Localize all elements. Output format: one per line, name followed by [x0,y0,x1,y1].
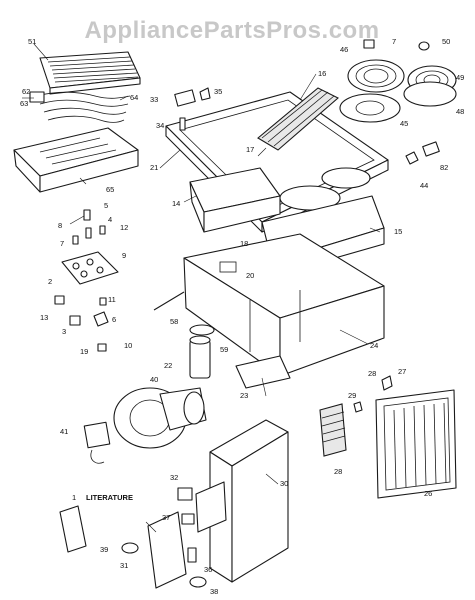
callout-38: 38 [210,587,218,596]
callout-7b: 7 [392,37,396,46]
callout-62: 62 [22,87,30,96]
callout-41: 41 [60,427,68,436]
callout-28: 28 [334,467,342,476]
callout-51: 51 [28,37,36,46]
grill-grate [39,51,141,95]
callout-48: 48 [456,107,464,116]
literature-label: LITERATURE [86,493,133,502]
callout-21: 21 [150,163,158,172]
callout-13: 13 [40,313,48,322]
callout-39: 39 [100,545,108,554]
burner-units [339,39,457,123]
callout-65: 65 [106,185,114,194]
callout-labels: 51 62 63 64 65 5 8 4 12 7 9 2 11 13 3 6 … [20,37,464,596]
callout-50: 50 [442,37,450,46]
callout-24: 24 [370,341,378,350]
callout-64: 64 [130,93,138,102]
grease-jar [189,324,215,379]
callout-12: 12 [120,223,128,232]
callout-9: 9 [122,251,126,260]
callout-34: 34 [156,121,164,130]
callout-14: 14 [172,199,180,208]
control-switch [174,87,211,131]
blower-assembly [83,387,207,464]
callout-23: 23 [240,391,248,400]
callout-32: 32 [170,473,178,482]
grease-filter [375,389,457,499]
screen-mesh [319,403,347,457]
callout-58: 58 [170,317,178,326]
callout-5: 5 [104,201,108,210]
bracket [147,481,227,589]
damper-plate [235,355,291,389]
callout-8: 8 [58,221,62,230]
callout-35: 35 [214,87,222,96]
callout-37: 37 [162,513,170,522]
callout-7: 7 [60,239,64,248]
callout-16: 16 [318,69,326,78]
receptacle [405,141,440,165]
callout-1: 1 [72,493,76,502]
small-parts [121,487,207,588]
callout-31: 31 [120,561,128,570]
callout-63: 63 [20,99,28,108]
rod [153,291,185,311]
duct-housing [209,419,289,583]
callout-2: 2 [48,277,52,286]
leader-lines [22,43,381,533]
callout-46: 46 [340,45,348,54]
callout-44: 44 [420,181,428,190]
callout-10: 10 [124,341,132,350]
callout-27: 27 [398,367,406,376]
grill-element [29,91,131,123]
callout-22: 22 [164,361,172,370]
clips [353,375,393,413]
lower-housing [183,233,385,377]
callout-82: 82 [440,163,448,172]
callout-6: 6 [112,315,116,324]
callout-49: 49 [456,73,464,82]
callout-59: 59 [220,345,228,354]
callout-19: 19 [80,347,88,356]
callout-17: 17 [246,145,254,154]
grill-pan [13,127,139,193]
callout-29: 29 [348,391,356,400]
callout-4: 4 [108,215,112,224]
callout-3: 3 [62,327,66,336]
grill-insert [257,87,339,151]
callout-11: 11 [108,295,116,304]
callout-40: 40 [150,375,158,384]
callout-33: 33 [150,95,158,104]
callout-15: 15 [394,227,402,236]
callout-36: 36 [204,565,212,574]
callout-18: 18 [240,239,248,248]
callout-45: 45 [400,119,408,128]
callout-30: 30 [280,479,288,488]
callout-26: 26 [424,489,432,498]
callout-20: 20 [246,271,254,280]
terminal-block-assembly [54,209,119,352]
watermark-text: AppliancePartsPros.com [84,17,379,44]
literature-booklet [59,505,87,553]
callout-28a: 28 [368,369,376,378]
